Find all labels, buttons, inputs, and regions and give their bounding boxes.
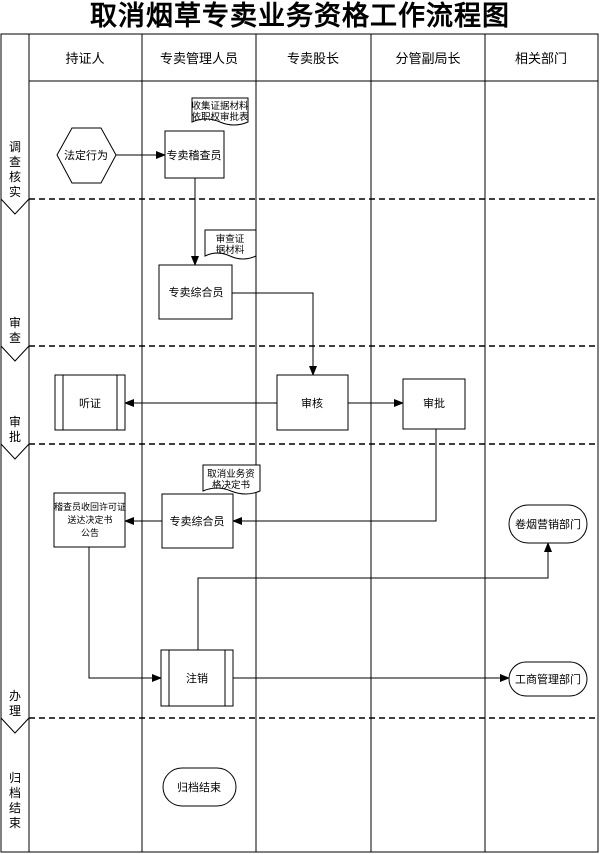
connectors [88, 151, 552, 682]
inspector-action-label: 公告 [81, 527, 99, 539]
chevron-icon [0, 198, 30, 215]
review-node [276, 374, 349, 431]
inspector-action-label: 稽查员收回许可证 [54, 501, 126, 513]
tobacco-marketing-label: 卷烟营销部门 [515, 517, 581, 531]
commerce-dept-node [508, 661, 588, 697]
review-label: 审核 [301, 396, 323, 410]
document-shapes [191, 97, 261, 495]
document-icon [191, 97, 249, 126]
stage-label-archive: 档 [9, 786, 21, 800]
approve-label: 审批 [423, 396, 445, 410]
stage-label-handle: 理 [9, 704, 21, 718]
inspector-action-label: 送达决定书 [67, 514, 112, 526]
document-icon [202, 464, 261, 495]
general-staff-label-2: 专卖综合员 [170, 514, 225, 528]
general-staff-node-2 [161, 493, 234, 549]
column-header-holder: 持证人 [65, 52, 104, 67]
chevron-icon [0, 443, 30, 460]
inspector-node [164, 130, 225, 179]
document-collect-evidence-text: 收集证据材料 [191, 100, 249, 112]
arrow-connector [88, 547, 162, 682]
phase-separators [29, 198, 598, 719]
arrow-connector [197, 542, 552, 650]
stage-label-approve: 批 [9, 429, 21, 444]
column-header-related-depts: 相关部门 [515, 52, 567, 67]
column-headers: 持证人 专卖管理人员 专卖股长 分管副局长 相关部门 [65, 52, 567, 67]
chevron-icon [0, 717, 30, 734]
archive-label: 归档结束 [177, 780, 221, 794]
general-staff-node-1 [158, 264, 233, 320]
stage-label-handle: 办 [9, 688, 21, 703]
commerce-dept-label: 工商管理部门 [515, 672, 581, 686]
stage-label-investigate: 调 [9, 140, 21, 154]
document-collect-evidence-text: 依职权审批表 [191, 111, 249, 123]
inspector-action-node [53, 492, 126, 548]
illegal-act-node [56, 127, 117, 184]
arrow-connector [232, 429, 437, 525]
stage-label-investigate: 核 [9, 170, 21, 184]
stage-labels: 调 查 核 实 审 查 审 批 办 理 归 档 结 束 [9, 140, 21, 830]
stage-label-examine: 查 [9, 331, 21, 345]
column-header-section-chief: 专卖股长 [287, 52, 339, 67]
stage-label-archive: 结 [9, 801, 21, 815]
column-header-staff: 专卖管理人员 [160, 52, 238, 67]
stage-chevrons [0, 198, 30, 734]
stage-label-archive: 束 [9, 816, 21, 830]
arrow-connector [232, 292, 317, 376]
document-icon [204, 229, 257, 260]
cancel-label: 注销 [186, 671, 208, 685]
process-nodes [53, 127, 588, 807]
stage-label-investigate: 实 [9, 184, 21, 199]
stage-label-investigate: 查 [9, 155, 21, 169]
stage-label-approve: 审 [9, 414, 21, 429]
stage-label-archive: 归 [9, 771, 21, 785]
hearing-label: 听证 [79, 397, 101, 410]
document-review-evidence-text: 审查证 [216, 233, 245, 245]
document-cancel-decision-text: 取消业务资 [207, 468, 255, 480]
lane-grid [0, 33, 599, 853]
cancel-node [160, 649, 234, 707]
approve-node [402, 378, 466, 430]
illegal-act-label: 法定行为 [64, 148, 108, 162]
page-title: 取消烟草专卖业务资格工作流程图 [90, 1, 510, 32]
document-cancel-decision-text: 格决定书 [212, 479, 251, 491]
stage-label-examine: 审 [9, 315, 21, 330]
column-header-deputy-director: 分管副局长 [395, 52, 460, 67]
hearing-node [54, 374, 126, 431]
general-staff-label-1: 专卖综合员 [169, 285, 224, 299]
chevron-icon [0, 345, 30, 362]
document-review-evidence-text: 据材料 [216, 244, 245, 256]
inspector-label: 专卖稽查员 [167, 148, 222, 162]
archive-node [162, 767, 237, 807]
tobacco-marketing-node [508, 504, 588, 544]
outer-frame [0, 33, 599, 853]
